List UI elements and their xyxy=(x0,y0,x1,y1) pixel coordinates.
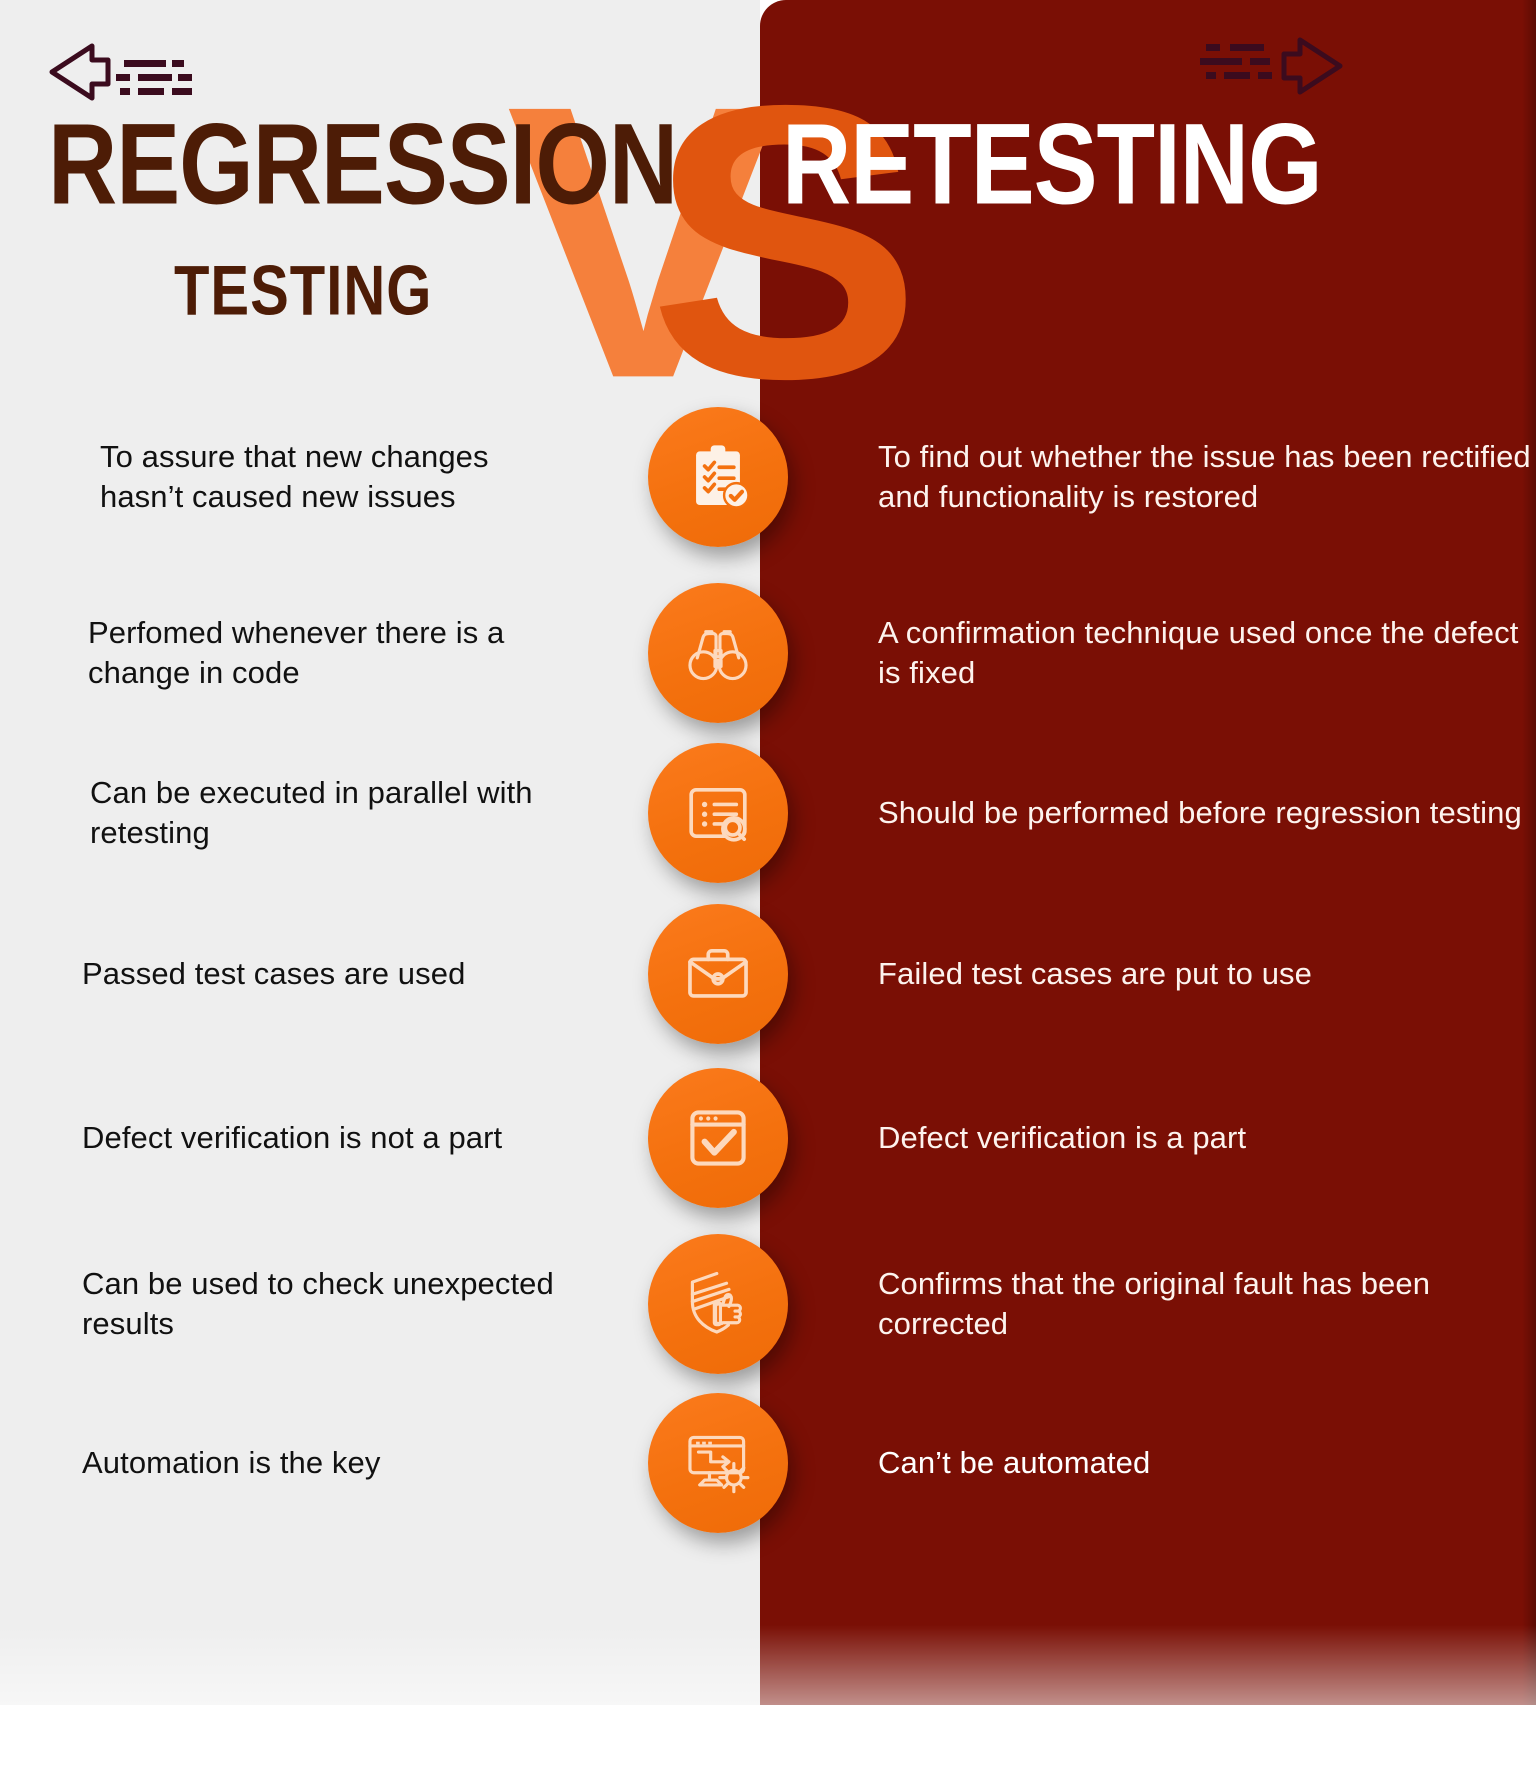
binoculars-icon xyxy=(648,583,788,723)
row-2-right-text: A confirmation technique used once the d… xyxy=(878,615,1519,690)
row-4-icon-slot xyxy=(600,904,836,1044)
table-row: Automation is the key xyxy=(0,1388,1536,1538)
row-1-icon-slot xyxy=(600,407,836,547)
row-5-left-text: Defect verification is not a part xyxy=(82,1120,503,1156)
right-title-main: RETESTING xyxy=(782,99,1323,228)
row-5-right-text: Defect verification is a part xyxy=(878,1120,1247,1156)
left-title-sub: TESTING xyxy=(174,251,433,331)
row-6-left-text: Can be used to check unexpected results xyxy=(82,1266,554,1341)
row-3-icon-slot xyxy=(600,743,836,883)
window-check-icon xyxy=(648,1068,788,1208)
row-6-right-text: Confirms that the original fault has bee… xyxy=(878,1266,1431,1341)
row-1-right-text: To find out whether the issue has been r… xyxy=(878,439,1531,514)
arrow-right-icon xyxy=(1200,37,1343,95)
row-7-left-text: Automation is the key xyxy=(82,1445,381,1481)
left-title-main: REGRESSION xyxy=(48,99,678,228)
comparison-rows: To assure that new changes hasn’t caused… xyxy=(0,382,1536,1538)
clipboard-checklist-icon xyxy=(648,407,788,547)
row-7-right-text: Can’t be automated xyxy=(878,1445,1151,1481)
row-3-right-text: Should be performed before regression te… xyxy=(878,795,1522,831)
row-4-left-text: Passed test cases are used xyxy=(82,956,466,992)
retesting-panel xyxy=(760,0,1536,1705)
table-row: Passed test cases are used Failed test c… xyxy=(0,892,1536,1056)
left-title-block: REGRESSION TESTING xyxy=(48,106,678,326)
row-2-icon-slot xyxy=(600,583,836,723)
row-6-icon-slot xyxy=(600,1234,836,1374)
briefcase-icon xyxy=(648,904,788,1044)
row-2-left-text: Perfomed whenever there is a change in c… xyxy=(88,615,505,690)
row-3-left-text: Can be executed in parallel with retesti… xyxy=(90,775,533,850)
table-row: Perfomed whenever there is a change in c… xyxy=(0,572,1536,734)
shield-thumbsup-icon xyxy=(648,1234,788,1374)
table-row: Defect verification is not a part Defect… xyxy=(0,1056,1536,1220)
table-row: Can be used to check unexpected results … xyxy=(0,1220,1536,1388)
row-5-icon-slot xyxy=(600,1068,836,1208)
table-row: Can be executed in parallel with retesti… xyxy=(0,734,1536,892)
list-search-icon xyxy=(648,743,788,883)
row-4-right-text: Failed test cases are put to use xyxy=(878,956,1312,992)
row-1-left-text: To assure that new changes hasn’t caused… xyxy=(100,439,489,514)
monitor-gear-automation-icon xyxy=(648,1393,788,1533)
arrow-left-icon xyxy=(49,43,192,101)
right-title-block: RETESTING xyxy=(782,106,1482,221)
table-row: To assure that new changes hasn’t caused… xyxy=(0,382,1536,572)
row-7-icon-slot xyxy=(600,1393,836,1533)
regression-panel xyxy=(0,0,760,1705)
